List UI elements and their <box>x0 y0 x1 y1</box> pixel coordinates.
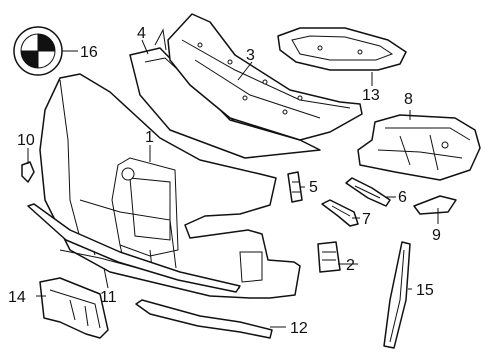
leader-lines <box>27 39 439 328</box>
callout-16: 16 <box>80 44 98 61</box>
callout-6: 6 <box>398 189 407 206</box>
part-14-license-bracket <box>39 277 109 339</box>
part-11-lower-strip <box>27 203 241 293</box>
part-8-side-bracket <box>357 114 481 181</box>
part-10-clip <box>21 161 35 183</box>
callout-8: 8 <box>404 91 413 108</box>
callout-11: 11 <box>100 289 117 306</box>
callout-4: 4 <box>137 25 146 42</box>
callout-5: 5 <box>309 179 318 196</box>
part-9-bracket <box>413 195 457 215</box>
callout-3: 3 <box>246 47 255 64</box>
part-7-bracket <box>321 199 359 227</box>
callout-10: 10 <box>17 132 35 149</box>
callout-1: 1 <box>145 129 154 146</box>
part-3-reinforcement <box>167 13 363 141</box>
callout-9: 9 <box>432 227 441 244</box>
callout-7: 7 <box>362 211 371 228</box>
callout-labels: 16 4 3 13 8 10 1 5 6 7 9 2 11 14 12 15 <box>8 25 441 337</box>
part-12-lower-trim <box>135 299 273 339</box>
part-16-emblem <box>13 26 63 76</box>
part-15-side-strip <box>383 241 411 349</box>
callout-2: 2 <box>346 257 355 274</box>
callout-12: 12 <box>290 320 308 337</box>
callout-15: 15 <box>416 282 434 299</box>
part-6-bracket <box>345 177 391 207</box>
callout-14: 14 <box>8 289 26 306</box>
part-13-grille-frame <box>277 27 407 71</box>
part-5-bracket <box>287 171 303 203</box>
callout-13: 13 <box>362 87 380 104</box>
part-2-module <box>317 241 341 273</box>
